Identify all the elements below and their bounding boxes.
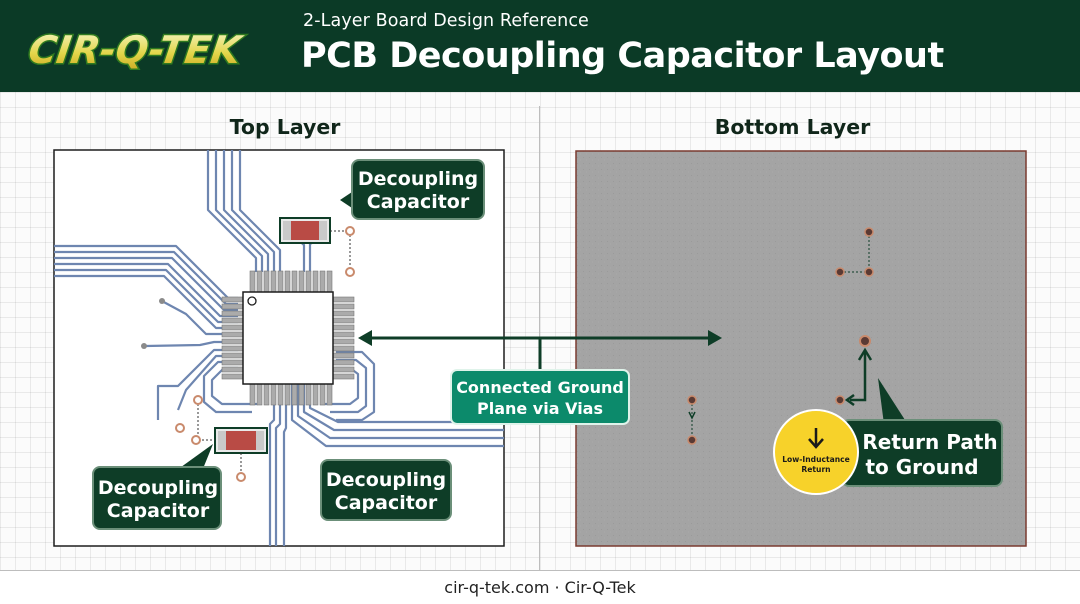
via (159, 298, 165, 304)
via (835, 395, 845, 405)
capacitor-bottom (175, 395, 268, 482)
arrow-down-icon (808, 428, 824, 449)
callout-decoupling-bottom-line1: Decoupling (326, 469, 446, 491)
callout-decoupling-left-line1: Decoupling (98, 477, 218, 499)
callout-ground-plane-line1: Connected Ground (456, 378, 624, 397)
callout-ground-plane-line2: Plane via Vias (477, 399, 603, 418)
logo: CIR-Q-TEK (24, 28, 247, 75)
callout-decoupling-left: Decoupling Capacitor (92, 444, 222, 530)
footer-text: cir-q-tek.com · Cir-Q-Tek (444, 578, 636, 597)
capacitor-top (279, 217, 355, 277)
via (864, 267, 874, 277)
callout-decoupling-top: Decoupling Capacitor (340, 159, 485, 220)
callout-decoupling-bottom: Decoupling Capacitor (320, 459, 452, 521)
callout-decoupling-left-line2: Capacitor (107, 500, 210, 522)
via (835, 267, 845, 277)
bottom-layer-title: Bottom Layer (714, 115, 871, 139)
page-subtitle: 2-Layer Board Design Reference (303, 11, 589, 31)
page-title: PCB Decoupling Capacitor Layout (301, 36, 944, 76)
via (687, 435, 697, 445)
callout-decoupling-top-line1: Decoupling (358, 168, 478, 190)
callout-return-path-line1: Return Path (862, 430, 997, 454)
low-inductance-badge: Low-Inductance Return (773, 409, 859, 495)
badge-line1: Low-Inductance (782, 455, 850, 464)
callout-return-path: Return Path to Ground (841, 378, 1003, 487)
top-layer-title: Top Layer (229, 115, 341, 139)
logo-text: CIR-Q-TEK (26, 29, 246, 73)
header-bar: CIR-Q-TEK 2-Layer Board Design Reference… (0, 0, 1080, 92)
ic-pin1-marker (247, 296, 257, 306)
ic-chip (242, 291, 334, 385)
badge-line2: Return (801, 465, 830, 474)
callout-return-path-line2: to Ground (865, 455, 978, 479)
via (859, 335, 871, 347)
via (141, 343, 147, 349)
callout-decoupling-bottom-line2: Capacitor (335, 492, 438, 514)
callout-ground-plane: Connected Ground Plane via Vias (450, 369, 630, 425)
footer-bar (0, 570, 1080, 604)
via (687, 395, 697, 405)
callout-decoupling-top-line2: Capacitor (367, 191, 470, 213)
via (864, 227, 874, 237)
